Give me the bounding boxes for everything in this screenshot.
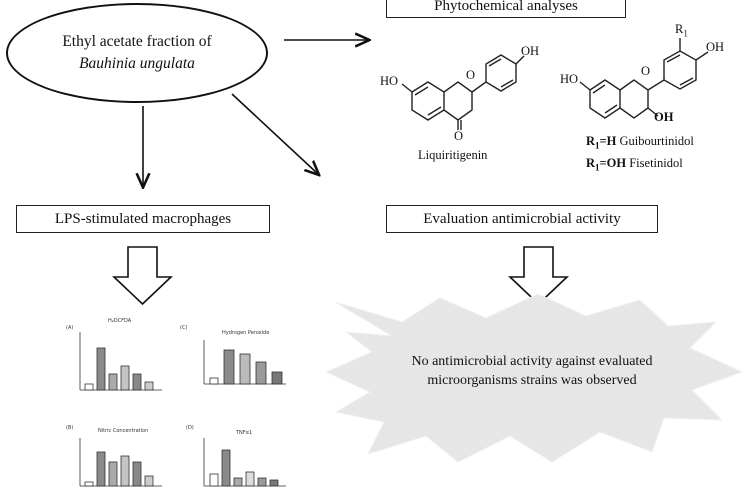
chart-b-tag: (B) [66,425,74,431]
fisetinidol-eq: =OH [599,156,627,170]
guibourtinidol-r: R [586,134,596,148]
mini-chart-d [203,438,286,487]
source-ellipse: Ethyl acetate fraction of Bauhinia ungul… [6,3,268,103]
o-label-1: O [466,68,476,82]
r1-label: R1 [675,22,688,39]
guibourtinidol-caption: R1=H Guibourtinidol [586,134,694,151]
liquiritigenin-name: Liquiritigenin [418,148,488,162]
chart-c-title: Hydrogen Peroxide [222,330,270,336]
phytochemical-box: Phytochemical analyses [386,0,626,18]
result-starburst [324,293,744,463]
lps-label: LPS-stimulated macrophages [54,210,232,227]
hollow-arrow-left [111,246,174,306]
oh-label-2: OH [706,40,725,54]
oh-label-1: OH [521,44,540,58]
result-line2: microorganisms strains was observed [427,373,637,388]
mini-chart-a [79,332,162,391]
antimicrobial-label: Evaluation antimicrobial activity [423,210,621,227]
source-line2: Bauhinia ungulata [79,55,195,72]
arrow-to-antimicrobial [231,93,318,174]
r1-letter: R [675,22,684,36]
antimicrobial-box: Evaluation antimicrobial activity [386,205,658,233]
o-label-3: O [641,64,651,78]
oh-label-3: OH [654,110,674,124]
source-line1: Ethyl acetate fraction of [62,33,212,50]
guibourtinidol-eq: =H [599,134,617,148]
fisetinidol-name: Fisetinidol [629,156,683,170]
r1-sub: 1 [683,28,688,39]
chart-a-tag: (A) [66,325,74,331]
chart-a-title: H₂DCFDA [108,318,132,324]
o-label-2: O [454,129,464,143]
chart-c-tag: (C) [180,325,188,331]
liquiritigenin-structure [401,54,525,130]
ho-label-1: HO [380,74,399,88]
result-text: No antimicrobial activity against evalua… [372,352,692,390]
guibourtinidol-name: Guibourtinidol [619,134,694,148]
result-line1: No antimicrobial activity against evalua… [411,354,653,369]
fisetinidol-caption: R1=OH Fisetinidol [586,156,683,173]
hollow-arrow-right [507,246,570,306]
fisetinidol-r: R [586,156,596,170]
chart-d-title: TNFα1 [236,430,253,436]
ho-label-2: HO [560,72,579,86]
fisetinidol-sub: 1 [595,162,600,173]
guibourtinidol-sub: 1 [595,140,600,151]
mini-chart-c [203,340,286,385]
lps-box: LPS-stimulated macrophages [16,205,270,233]
mini-chart-b [79,438,162,487]
flavanol-structure [579,38,709,119]
phytochemical-label: Phytochemical analyses [434,0,578,14]
chart-b-title: Nitric Concentration [98,428,149,434]
chart-d-tag: (D) [186,425,194,431]
